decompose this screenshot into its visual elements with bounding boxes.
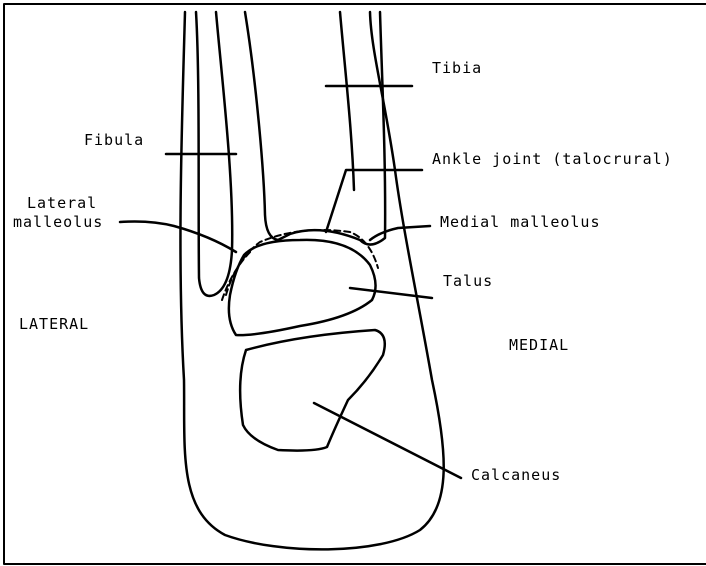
tibia-label: Tibia — [432, 59, 482, 77]
calcaneus-label: Calcaneus — [471, 466, 561, 484]
calcaneus-bone — [240, 330, 385, 451]
tibia-inner-line — [340, 12, 354, 190]
ankle-joint-label: Ankle joint (talocrural) — [432, 150, 673, 168]
medial-malleolus-label: Medial malleolus — [440, 213, 601, 231]
talus-label: Talus — [443, 272, 493, 290]
ankle-outline — [180, 12, 443, 549]
fibula-label: Fibula — [84, 131, 144, 149]
lateral-malleolus-label-line2: malleolus — [13, 213, 103, 231]
medial-malleolus-leader — [370, 226, 430, 240]
medial-side-label: MEDIAL — [509, 336, 569, 354]
lateral-side-label: LATERAL — [19, 315, 89, 333]
lateral-malleolus-label-line1: Lateral — [27, 194, 97, 212]
lateral-malleolus-leader — [120, 222, 236, 253]
talus-leader — [350, 288, 432, 298]
ankle-joint-leader — [326, 170, 422, 232]
figure-border — [4, 4, 706, 564]
tibia-bone — [245, 12, 385, 245]
